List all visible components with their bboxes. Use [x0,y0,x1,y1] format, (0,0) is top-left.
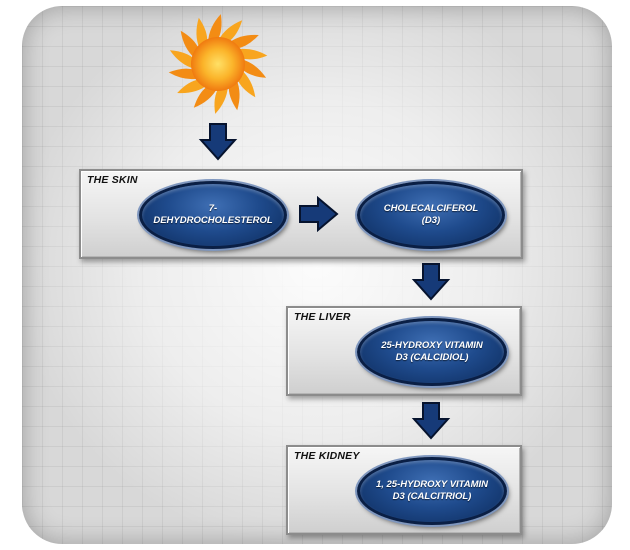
arrow-liver-to-kidney-icon [411,402,451,440]
sun-icon [168,14,268,114]
node-label: 25-HYDROXY VITAMIN D3 (CALCIDIOL) [381,340,483,363]
stage-box-kidney: THE KIDNEY 1, 25-HYDROXY VITAMIN D3 (CAL… [286,445,522,535]
arrow-right-icon [299,196,339,232]
node-label: 7-DEHYDROCHOLESTEROL [153,203,273,226]
sun-ray [218,20,243,43]
node-calcidiol: 25-HYDROXY VITAMIN D3 (CALCIDIOL) [357,318,507,386]
arrow-skin-to-liver-icon [411,263,451,301]
node-cholecalciferol: CHOLECALCIFEROL (D3) [357,181,505,249]
node-calcitriol: 1, 25-HYDROXY VITAMIN D3 (CALCITRIOL) [357,457,507,525]
sun-ray [208,14,222,43]
stage-label-kidney: THE KIDNEY [294,450,360,462]
sun-ray [193,85,218,108]
stage-label-skin: THE SKIN [87,174,138,186]
stage-box-liver: THE LIVER 25-HYDROXY VITAMIN D3 (CALCIDI… [286,306,522,396]
background-panel [22,6,612,544]
node-label: 1, 25-HYDROXY VITAMIN D3 (CALCITRIOL) [375,479,489,502]
sun-ray [169,50,195,69]
sun-ray [241,59,267,78]
sun-ray [168,68,199,80]
stage-label-liver: THE LIVER [294,311,351,323]
sun-ray [237,48,268,60]
arrow-sun-to-skin-icon [198,123,238,161]
node-label: CHOLECALCIFEROL (D3) [383,203,479,226]
sun-ray [214,85,228,114]
node-7-dehydrocholesterol: 7-DEHYDROCHOLESTEROL [139,181,287,249]
